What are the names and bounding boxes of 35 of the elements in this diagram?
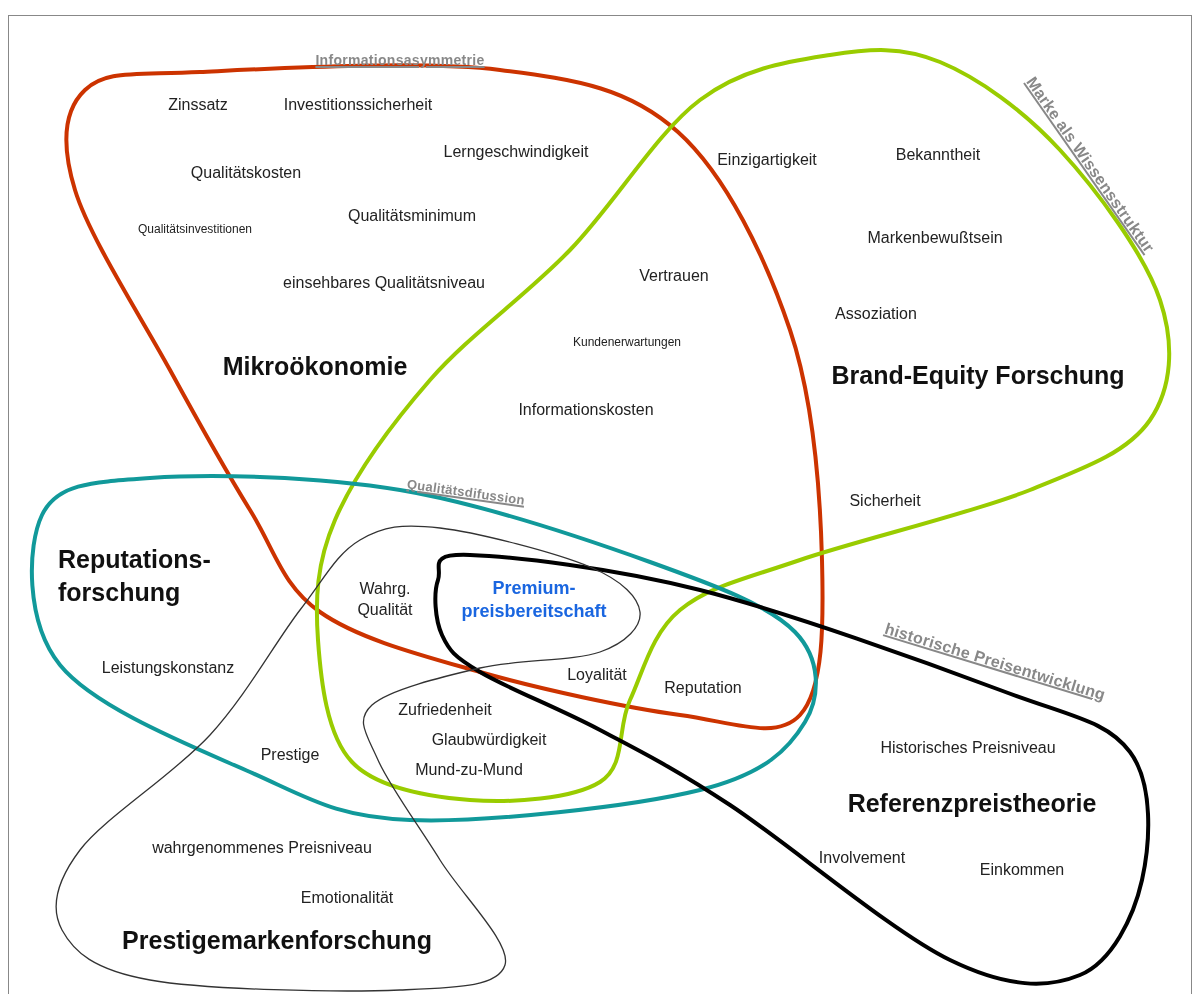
region-title: Mikroökonomie (222, 350, 408, 382)
region-caption: Informationsasymmetrie (315, 52, 485, 68)
concept-label: Kundenerwartungen (572, 335, 682, 351)
concept-label: Zufriedenheit (398, 699, 492, 720)
concept-label: Reputation (664, 677, 742, 698)
concept-label: Zinssatz (168, 94, 228, 115)
concept-label: Informationskosten (518, 399, 654, 420)
concept-label: Involvement (818, 847, 906, 868)
concept-label: Qualitätsminimum (348, 205, 476, 226)
region-title: Reputations-forschung (58, 543, 212, 608)
concept-label: Premium-preisbereitschaft (460, 576, 608, 623)
concept-label: Bekanntheit (895, 144, 981, 165)
concept-label: Wahrg. Qualität (356, 579, 414, 620)
concept-label: Emotionalität (300, 887, 394, 908)
concept-label: Assoziation (835, 303, 917, 324)
concept-label: Sicherheit (849, 490, 921, 511)
concept-label: Einkommen (979, 859, 1065, 880)
region-title: Prestigemarkenforschung (122, 924, 432, 956)
region-title: Brand-Equity Forschung (831, 359, 1125, 391)
concept-label: Prestige (260, 744, 320, 765)
region-title: Referenzpreistheorie (847, 787, 1097, 819)
concept-label: Markenbewußtsein (867, 227, 1003, 248)
concept-label: einsehbares Qualitätsniveau (283, 272, 485, 293)
concept-label: Mund-zu-Mund (415, 759, 523, 780)
concept-label: Qualitätsinvestitionen (137, 222, 253, 238)
concept-label: Vertrauen (639, 265, 709, 286)
concept-label: Lerngeschwindigkeit (443, 141, 589, 162)
concept-label: Einzigartigkeit (717, 149, 817, 170)
concept-label: Loyalität (567, 664, 627, 685)
concept-label: Leistungskonstanz (101, 657, 235, 678)
concept-label: wahrgenommenes Preisniveau (152, 837, 372, 858)
concept-label: Investitionssicherheit (283, 94, 433, 115)
concept-label: Historisches Preisniveau (880, 737, 1056, 758)
concept-label: Glaubwürdigkeit (431, 729, 547, 750)
concept-label: Qualitätskosten (190, 162, 302, 183)
